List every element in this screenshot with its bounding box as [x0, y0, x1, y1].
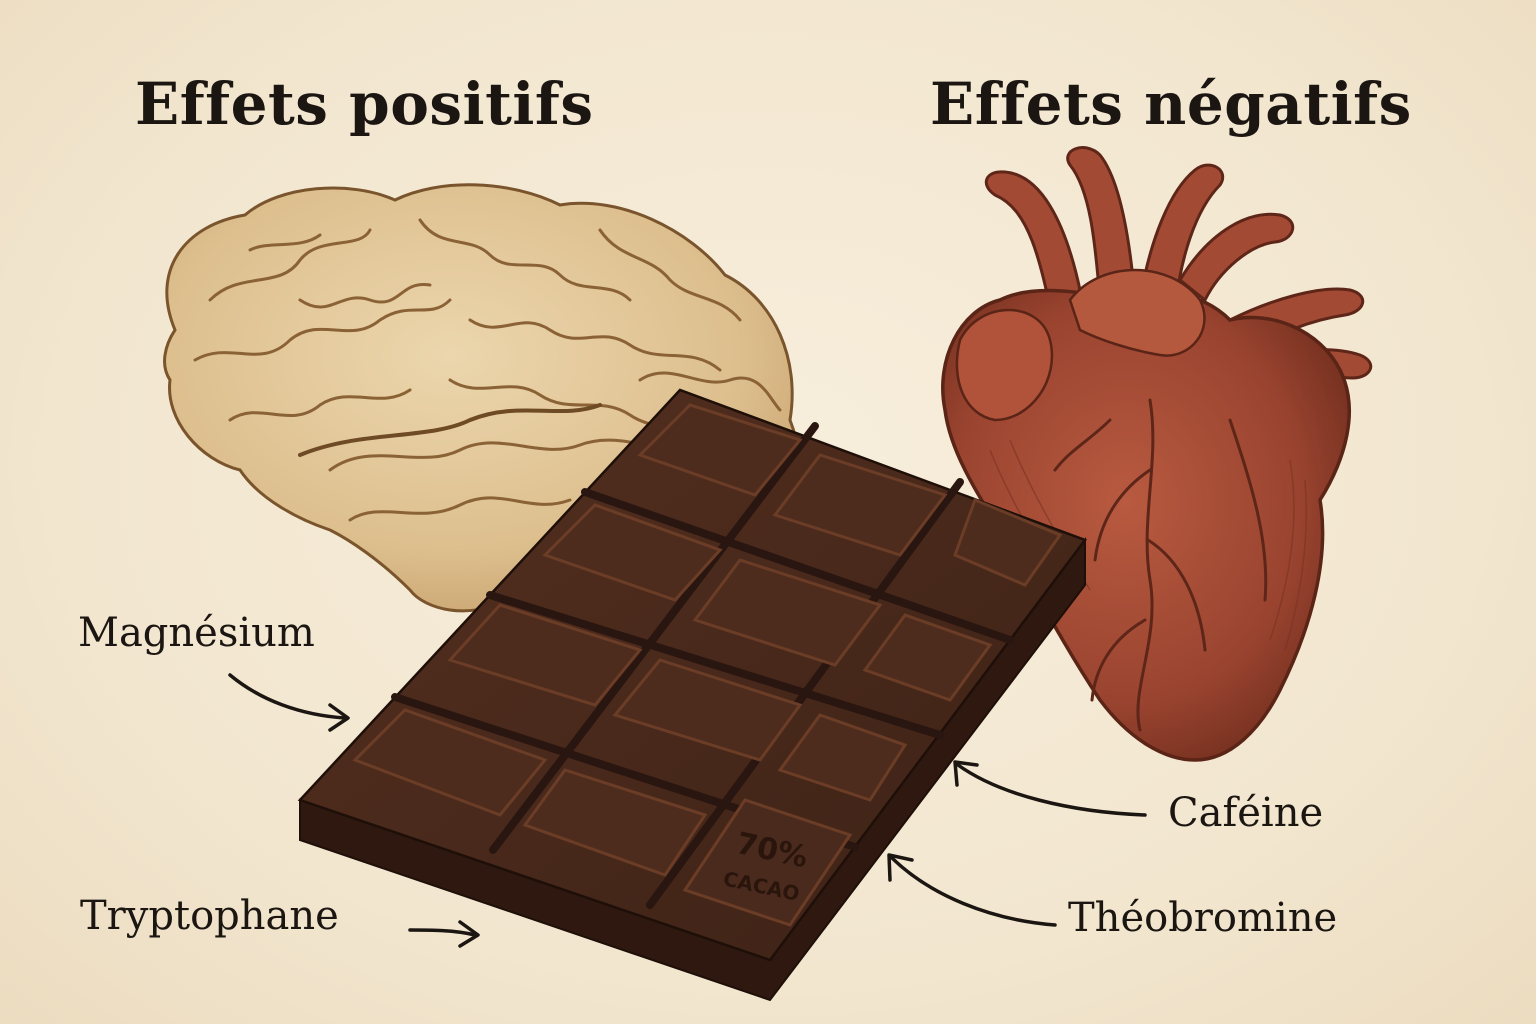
heart-body — [941, 288, 1351, 762]
chocolate-bar-illustration: 70% CACAO — [297, 388, 1088, 1002]
arrow-magnesium — [228, 673, 350, 732]
label-tryptophan: Tryptophane — [80, 893, 339, 939]
label-magnesium: Magnésium — [78, 610, 315, 656]
chocolate-squares — [352, 403, 1063, 877]
arrow-theobromine — [887, 853, 1057, 927]
heading-positive-effects: Effets positifs — [135, 70, 594, 138]
heart-illustration — [941, 146, 1373, 762]
arrow-caffeine — [953, 760, 1147, 817]
arrow-tryptophan — [408, 920, 480, 948]
heart-aorta — [1068, 268, 1206, 357]
chocolate-grooves — [391, 422, 1014, 909]
heading-negative-effects: Effets négatifs — [930, 70, 1412, 138]
label-caffeine: Caféine — [1168, 790, 1324, 836]
label-theobromine: Théobromine — [1068, 895, 1338, 941]
chocolate-stamp-square — [682, 798, 853, 927]
heart-atrium — [955, 308, 1054, 422]
arrows — [228, 673, 1147, 948]
heart-coronary-vessels — [1053, 398, 1268, 732]
